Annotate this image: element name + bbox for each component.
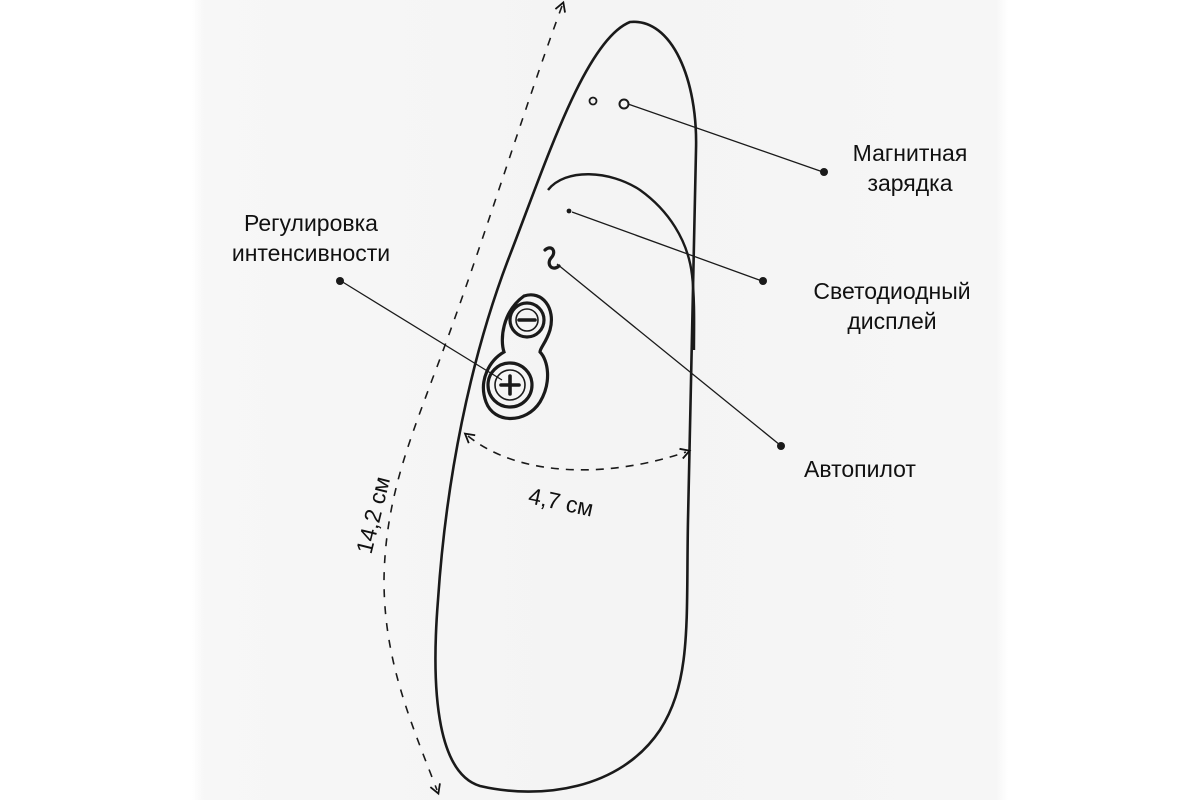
- leader-autopilot: [556, 263, 781, 446]
- magnetic-charging-line-1: Магнитная: [852, 140, 968, 166]
- led-display-label: Светодиодный дисплей: [785, 276, 999, 336]
- magnetic-charging-line-2: зарядка: [867, 170, 953, 196]
- leader-led: [571, 211, 763, 282]
- led-display-line-1: Светодиодный: [813, 278, 971, 304]
- length-dimension-line: [383, 0, 566, 796]
- led-indicator: [566, 208, 572, 214]
- autopilot-label: Автопилот: [804, 456, 916, 482]
- leader-intensity: [340, 280, 503, 381]
- leader-lines: [340, 103, 824, 446]
- charging-contact-2: [618, 98, 630, 110]
- control-panel-outline: [547, 173, 696, 351]
- magnetic-charging-label: Магнитная зарядка: [830, 138, 990, 198]
- width-dimension-line: [463, 432, 692, 471]
- intensity-buttons: [481, 293, 553, 421]
- intensity-control-line-1: Регулировка: [244, 210, 378, 236]
- intensity-control-line-2: интенсивности: [231, 240, 391, 266]
- device-body-outline: [434, 20, 698, 793]
- intensity-control-label: Регулировка интенсивности: [200, 208, 422, 268]
- leader-charging: [627, 103, 824, 173]
- leader-endpoints: [336, 168, 828, 450]
- led-display-line-2: дисплей: [847, 308, 937, 334]
- autopilot-icon: [543, 246, 561, 270]
- charging-contact-1: [588, 96, 598, 106]
